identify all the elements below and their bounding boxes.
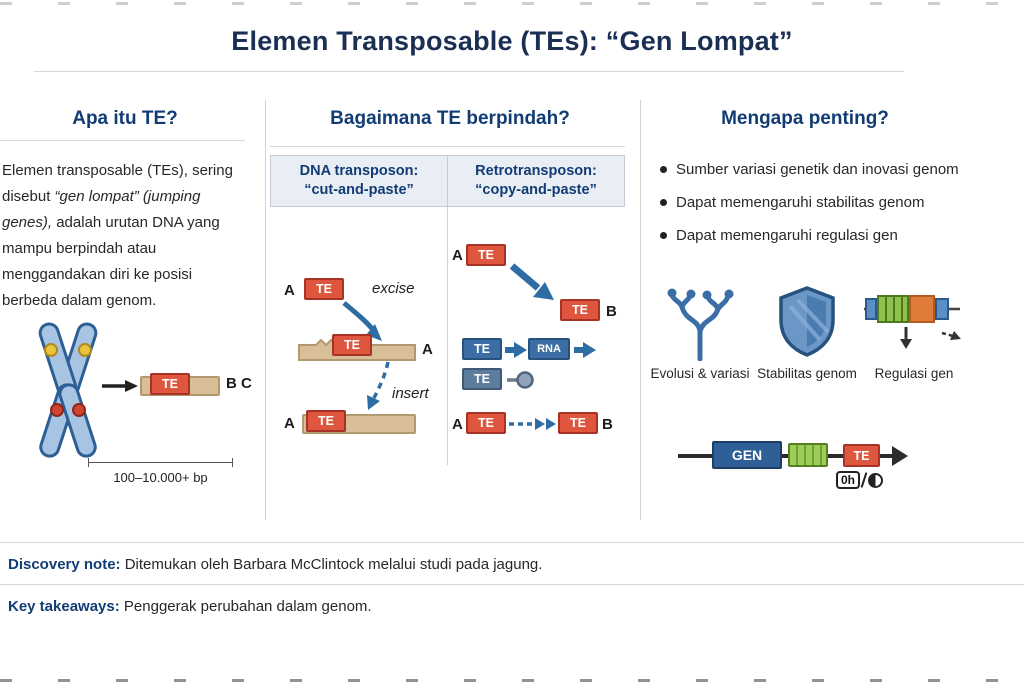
mechanism-table-divider [447,207,448,465]
regulation-icon-wrap [864,282,964,362]
stability-icon-wrap [775,282,839,362]
copy-and-paste-diagram: A TE TE B TE RNA TE A TE TE B [448,207,625,465]
bullet-item: Dapat memengaruhi regulasi gen [660,226,965,245]
dna-transposon-header-line1: DNA transposon: [299,163,419,179]
te-element-box: TE [843,444,880,467]
definition-text-part1: Elemen transposable (TEs), sering disebu… [2,162,233,205]
insert-annotation: insert [392,385,429,402]
heading-divider-col1 [0,140,245,141]
insert-arrow-icon [367,361,390,410]
reinsertion-dashed-arrow-icon [509,418,556,430]
site-a-label: A [422,341,433,358]
te-element-box: TE [560,299,600,321]
scale-label: 100–10.000+ bp [113,470,208,485]
regulation-label: Regulasi gen [874,366,954,381]
section-heading-how-te-moves: Bagaimana TE berpindah? [330,108,570,129]
enzyme-icon [507,371,534,389]
regulation-block: Regulasi gen [862,282,966,381]
stability-block: Stabilitas genom [755,282,859,381]
gene-axis-arrowhead-icon [892,446,908,466]
site-b-label: B [606,303,617,320]
te-element-box: TE [332,334,372,356]
key-takeaways-note: Key takeaways: Penggerak perubahan dalam… [8,598,372,615]
te-element-box: TE [306,410,346,432]
evolution-label: Evolusi & variasi [650,366,750,381]
retrotransposon-header-line2: “copy-and-paste” [475,182,597,198]
cdna-copy-box: TE [462,368,502,390]
chromosome-icon [38,322,98,458]
heading-divider-col2 [270,146,625,147]
discovery-note-text: Ditemukan oleh Barbara McClintock melalu… [120,556,543,573]
title-divider [34,71,904,72]
importance-icon-row: Evolusi & variasi Stabilitas genom [648,282,966,381]
gene-axis-line [678,454,894,458]
page-title: Elemen Transposable (TEs): “Gen Lompat” [231,26,793,56]
importance-bullet-list: Sumber variasi genetik dan inovasi genom… [660,160,965,259]
stability-label: Stabilitas genom [757,366,857,381]
dna-transposon-header-line2: “cut-and-paste” [304,182,414,198]
site-a-label: A [452,247,463,264]
te-element-box-blue: TE [462,338,502,360]
expression-timer-widget: 0h [836,471,884,489]
discovery-note: Discovery note: Ditemukan oleh Barbara M… [8,556,542,573]
copy-arrow-icon [509,263,554,300]
discovery-note-label: Discovery note: [8,556,121,573]
chromosome-figure: TE B C [18,315,253,465]
locus-label: B C [226,375,252,392]
mechanism-table-header: DNA transposon: “cut-and-paste” Retrotra… [270,155,625,207]
regulatory-region-box [788,443,828,467]
site-b-label: B [602,416,613,433]
bullet-item: Sumber variasi genetik dan inovasi genom [660,160,965,179]
site-a-label: A [452,416,463,433]
bottom-edge-marks [0,679,1024,682]
section-heading-why-important: Mengapa penting? [721,108,889,129]
column-divider-1 [265,100,266,520]
reverse-transcription-arrow-icon [574,342,596,358]
retrotransposon-header-line1: Retrotransposon: [475,163,597,179]
top-edge-marks [0,2,1024,5]
key-takeaways-text: Penggerak perubahan dalam genom. [119,598,372,615]
excise-annotation: excise [372,280,415,297]
te-element-box: TE [558,412,598,434]
definition-text-part3: adalah urutan DNA yang mampu berpindah a… [2,214,220,309]
transcription-arrow-icon [505,342,527,358]
excise-arrow-icon [342,301,382,341]
gene-box: GEN [712,441,782,469]
bullet-item: Dapat memengaruhi stabilitas genom [660,193,965,212]
footer-divider-2 [0,584,1024,585]
section-heading-what-is-te: Apa itu TE? [72,108,178,129]
evolution-block: Evolusi & variasi [648,282,752,381]
scale-bracket [88,458,233,467]
size-scale: 100–10.000+ bp [88,458,233,485]
te-element-box: TE [466,244,506,266]
column-divider-2 [640,100,641,520]
cut-and-paste-diagram: A TE excise TE A insert A TE [270,207,447,465]
half-moon-icon [868,472,884,488]
retrotransposon-header: Retrotransposon: “copy-and-paste” [447,156,624,206]
footer-divider-1 [0,542,1024,543]
zero-hours-label: 0h [836,471,861,489]
te-element-box: TE [466,412,506,434]
site-a-label: A [284,282,295,299]
te-definition-paragraph: Elemen transposable (TEs), sering disebu… [2,158,250,314]
key-takeaways-label: Key takeaways: [8,598,120,615]
branch-tree-icon [667,288,734,361]
right-arrow-icon [102,380,138,392]
te-element-box: TE [304,278,344,300]
rna-intermediate-box: RNA [528,338,570,360]
definition-text-italic: “gen lompat” (jumping genes), [2,188,201,231]
dna-transposon-header: DNA transposon: “cut-and-paste” [271,156,447,206]
te-element-box: TE [150,373,190,395]
evolution-icon-wrap [660,282,740,362]
site-a-label: A [284,415,295,432]
gene-insertion-diagram: GEN TE [678,437,913,477]
slash-divider [860,472,868,488]
gene-regulation-icon [864,295,961,349]
shield-icon [779,286,835,357]
